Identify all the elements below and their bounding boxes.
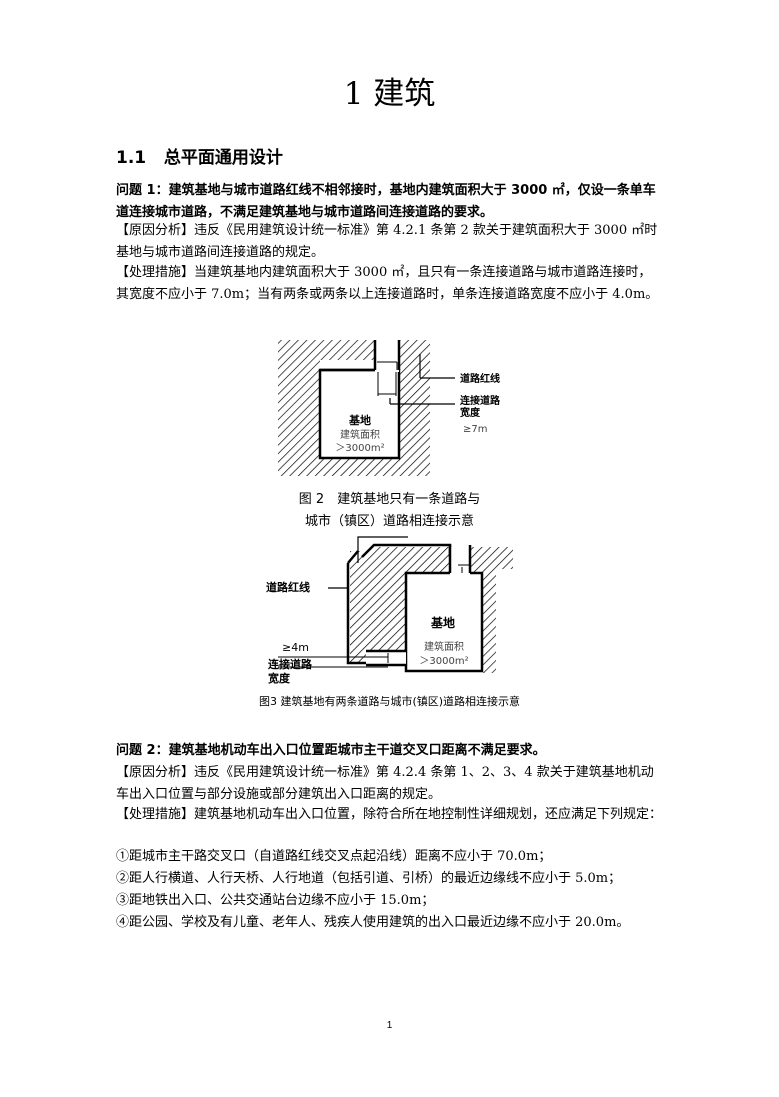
- figure-3-road-width-label-2: 宽度: [267, 671, 291, 685]
- figure-3-site-outline: [404, 571, 484, 673]
- page-number: 1: [386, 1020, 393, 1031]
- issue-2-item-2: ②距人行横道、人行天桥、人行地道（包括引道、引桥）的最近边缘线不应小于 5.0m…: [116, 871, 622, 886]
- figure-3-connecting-road-top: [450, 547, 470, 575]
- figure-2-caption-line-1: 图 2 建筑基地只有一条道路与: [298, 492, 481, 507]
- page-title: 1 建筑: [343, 76, 436, 112]
- figure-2-site-outline: [318, 368, 401, 460]
- figure-2-road-width-label: 连接道路: [460, 394, 501, 407]
- section-heading: 1.1 总平面通用设计: [116, 146, 283, 170]
- issue-2-heading: 问题 2：建筑基地机动车出入口位置距城市主干道交叉口距离不满足要求。: [116, 743, 546, 758]
- figure-3-area-label: 建筑面积: [424, 640, 464, 653]
- issue-1-analysis: 【原因分析】违反《民用建筑设计统一标准》第 4.2.1 条第 2 款关于建筑面积…: [116, 223, 658, 260]
- issue-2-analysis: 【原因分析】违反《民用建筑设计统一标准》第 4.2.4 条第 1、2、3、4 款…: [116, 765, 654, 802]
- figure-2-width-value: ≥7m: [463, 424, 487, 435]
- issue-1-measures: 【处理措施】当建筑基地内建筑面积大于 3000 ㎡，且只有一条连接道路与城市道路…: [116, 265, 659, 302]
- figure-2-road-width-label-2: 宽度: [459, 406, 481, 419]
- figure-3-hatched-area: [350, 547, 513, 673]
- section-title: 总平面通用设计: [163, 148, 283, 168]
- issue-2-item-1: ①距城市主干路交叉口（自道路红线交叉点起沿线）距离不应小于 70.0m；: [116, 849, 552, 864]
- figure-3-caption: 图3 建筑基地有两条道路与城市(镇区)道路相连接示意: [258, 695, 521, 708]
- figure-2-area-value: ＞3000m²: [335, 443, 384, 454]
- figure-3-area-value: ＞3000m²: [419, 656, 468, 667]
- issue-1-heading: 问题 1：建筑基地与城市道路红线不相邻接时，基地内建筑面积大于 3000 ㎡，仅…: [116, 183, 656, 220]
- issue-2-measures: 【处理措施】建筑基地机动车出入口位置，除符合所在地控制性详细规划，还应满足下列规…: [116, 807, 663, 822]
- figure-3-connecting-road-side: [366, 651, 406, 665]
- figure-2-red-line-label: 道路红线: [460, 372, 500, 385]
- figure-2-area-label: 建筑面积: [340, 428, 380, 441]
- section-number: 1.1: [116, 148, 147, 168]
- figure-3-diagram: 道路红线 基地 ≥4m 连接道路 宽度 建筑面积 ＞3000m²: [266, 536, 513, 685]
- issue-2-item-4: ④距公园、学校及有儿童、老年人、残疾人使用建筑的出入口最近边缘不应小于 20.0…: [116, 915, 630, 930]
- figure-3-site-label: 基地: [430, 615, 455, 630]
- figure-2-connecting-road: [375, 340, 399, 372]
- issue-2-item-3: ③距地铁出入口、公共交通站台边缘不应小于 15.0m；: [116, 893, 435, 908]
- figure-3-road-width-label: 连接道路: [268, 657, 313, 671]
- figure-3-red-line-label: 道路红线: [266, 580, 310, 594]
- figure-3-width-value: ≥4m: [282, 641, 309, 654]
- figure-2-caption-line-2: 城市（镇区）道路相连接示意: [304, 514, 474, 529]
- figure-2-site-label: 基地: [348, 413, 371, 427]
- figure-2-diagram: 道路红线 连接道路 宽度 ≥7m 基地 建筑面积 ＞3000m²: [278, 340, 501, 476]
